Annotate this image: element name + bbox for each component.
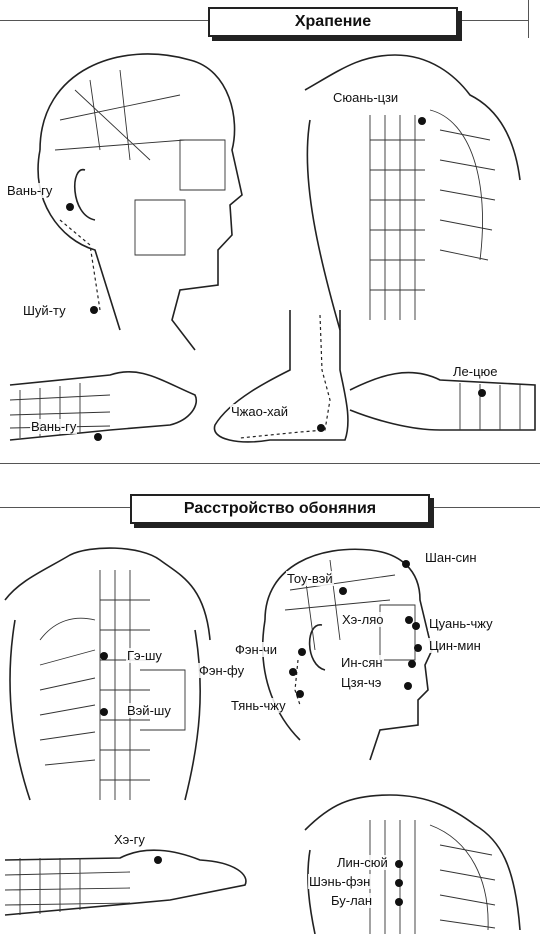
point-marker [100,652,108,660]
point-marker [317,424,325,432]
point-label-tsuan-chzhu: Цуань-чжу [428,616,494,631]
point-label-shen-fen: Шэнь-фэн [308,874,372,889]
section-title-snoring: Храпение [208,7,458,37]
point-label-tszya-che: Цзя-чэ [340,675,383,690]
point-marker [298,648,306,656]
section-title-smell-disorder: Расстройство обоняния [130,494,430,524]
point-label-van-gu-head: Вань-гу [6,183,54,198]
frame-corner-rule [528,0,529,38]
header-rule-left [0,20,208,21]
point-marker [412,622,420,630]
point-label-in-syan: Ин-сян [340,655,384,670]
point-label-tsin-min: Цин-мин [428,638,482,653]
point-label-fen-chi: Фэн-чи [234,642,279,657]
point-marker [395,879,403,887]
point-label-khe-gu: Хэ-гу [113,832,146,847]
foot-figure [213,310,349,443]
forearm-hand-figure-2 [4,849,247,916]
section-divider [0,463,540,464]
header-rule-right [458,20,528,21]
point-marker [296,690,304,698]
back-figure [4,547,211,801]
point-label-van-gu-hand: Вань-гу [30,419,78,434]
point-label-bu-lan: Бу-лан [330,893,374,908]
point-label-khe-lyao: Хэ-ляо [341,612,385,627]
point-label-tou-vei: Тоу-вэй [286,571,334,586]
point-label-chzhao-khai: Чжао-хай [230,404,289,419]
point-marker [414,644,422,652]
forearm-hand-figures [9,371,536,441]
point-marker [395,898,403,906]
point-marker [339,587,347,595]
point-marker [408,660,416,668]
point-label-fen-fu: Фэн-фу [198,663,246,678]
point-marker [405,616,413,624]
point-label-shui-tu: Шуй-ту [22,303,67,318]
head-profile-figure [37,53,243,351]
point-marker [404,682,412,690]
point-label-syuan-tszi: Сюань-цзи [332,90,400,105]
point-label-tyan-chzhu: Тянь-чжу [230,698,287,713]
point-label-le-tsyue: Ле-цюе [452,364,499,379]
header-rule-right-2 [430,507,540,508]
header-rule-left-2 [0,507,130,508]
point-label-ge-shu: Гэ-шу [126,648,163,663]
point-marker [395,860,403,868]
point-marker [90,306,98,314]
point-marker [289,668,297,676]
point-label-vei-shu: Вэй-шу [126,703,172,718]
point-marker [402,560,410,568]
point-marker [66,203,74,211]
point-label-shan-sin: Шан-син [424,550,478,565]
point-marker [94,433,102,441]
point-label-lin-syui: Лин-сюй [336,855,389,870]
point-marker [100,708,108,716]
point-marker [478,389,486,397]
point-marker [418,117,426,125]
head-profile-figure-2 [261,548,433,761]
torso-front-figure [304,54,521,331]
point-marker [154,856,162,864]
